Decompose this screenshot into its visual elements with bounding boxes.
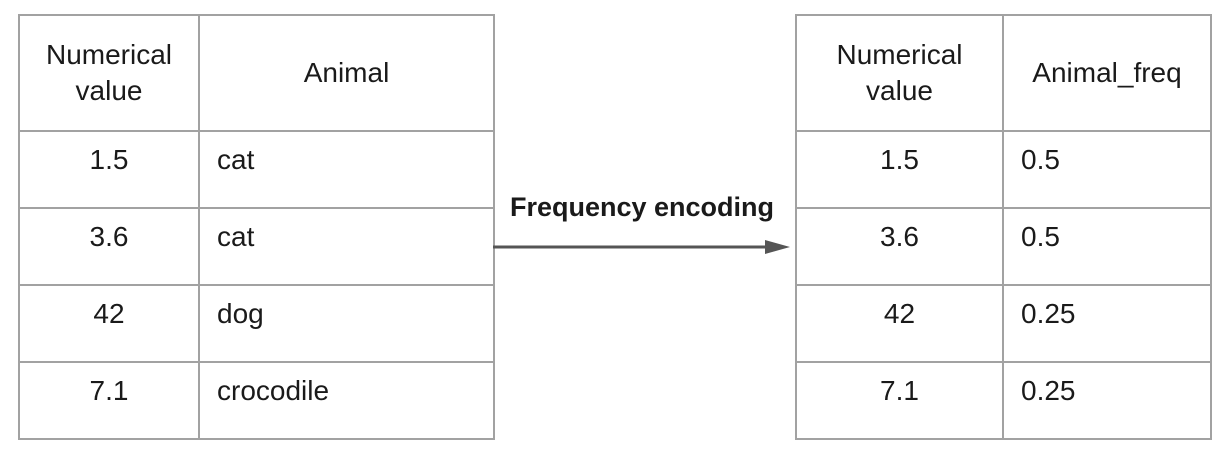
table-cell: 0.25 <box>1002 284 1212 363</box>
table-header-row: Numerical value Animal_freq <box>795 14 1212 132</box>
header-cell-numerical-value: Numerical value <box>18 14 200 132</box>
table-cell: 42 <box>18 284 200 363</box>
right-arrow-icon <box>493 240 790 254</box>
table-cell: 7.1 <box>18 361 200 440</box>
table-cell: 7.1 <box>795 361 1004 440</box>
header-label: Animal_freq <box>1032 56 1182 88</box>
table-row: 7.1 crocodile <box>18 361 495 440</box>
table-cell: 3.6 <box>18 207 200 286</box>
header-cell-animal: Animal <box>198 14 495 132</box>
header-label: Numerical value <box>45 38 173 106</box>
table-cell: 3.6 <box>795 207 1004 286</box>
encoded-data-table: Numerical value Animal_freq 1.5 0.5 3.6 … <box>795 14 1212 440</box>
table-cell: cat <box>198 130 495 209</box>
table-cell: 0.5 <box>1002 130 1212 209</box>
header-label: Animal <box>303 56 390 88</box>
table-cell: 42 <box>795 284 1004 363</box>
header-label: Numerical value <box>836 38 963 106</box>
table-row: 42 0.25 <box>795 284 1212 363</box>
table-row: 3.6 0.5 <box>795 207 1212 286</box>
table-row: 1.5 cat <box>18 130 495 209</box>
original-data-table: Numerical value Animal 1.5 cat 3.6 cat 4… <box>18 14 495 440</box>
table-cell: 0.5 <box>1002 207 1212 286</box>
table-cell: dog <box>198 284 495 363</box>
table-cell: crocodile <box>198 361 495 440</box>
table-row: 3.6 cat <box>18 207 495 286</box>
table-row: 1.5 0.5 <box>795 130 1212 209</box>
transform-label: Frequency encoding <box>509 192 775 222</box>
table-cell: 0.25 <box>1002 361 1212 440</box>
header-cell-animal-freq: Animal_freq <box>1002 14 1212 132</box>
header-cell-numerical-value: Numerical value <box>795 14 1004 132</box>
table-cell: 1.5 <box>18 130 200 209</box>
table-row: 42 dog <box>18 284 495 363</box>
table-header-row: Numerical value Animal <box>18 14 495 132</box>
table-row: 7.1 0.25 <box>795 361 1212 440</box>
table-cell: 1.5 <box>795 130 1004 209</box>
table-cell: cat <box>198 207 495 286</box>
